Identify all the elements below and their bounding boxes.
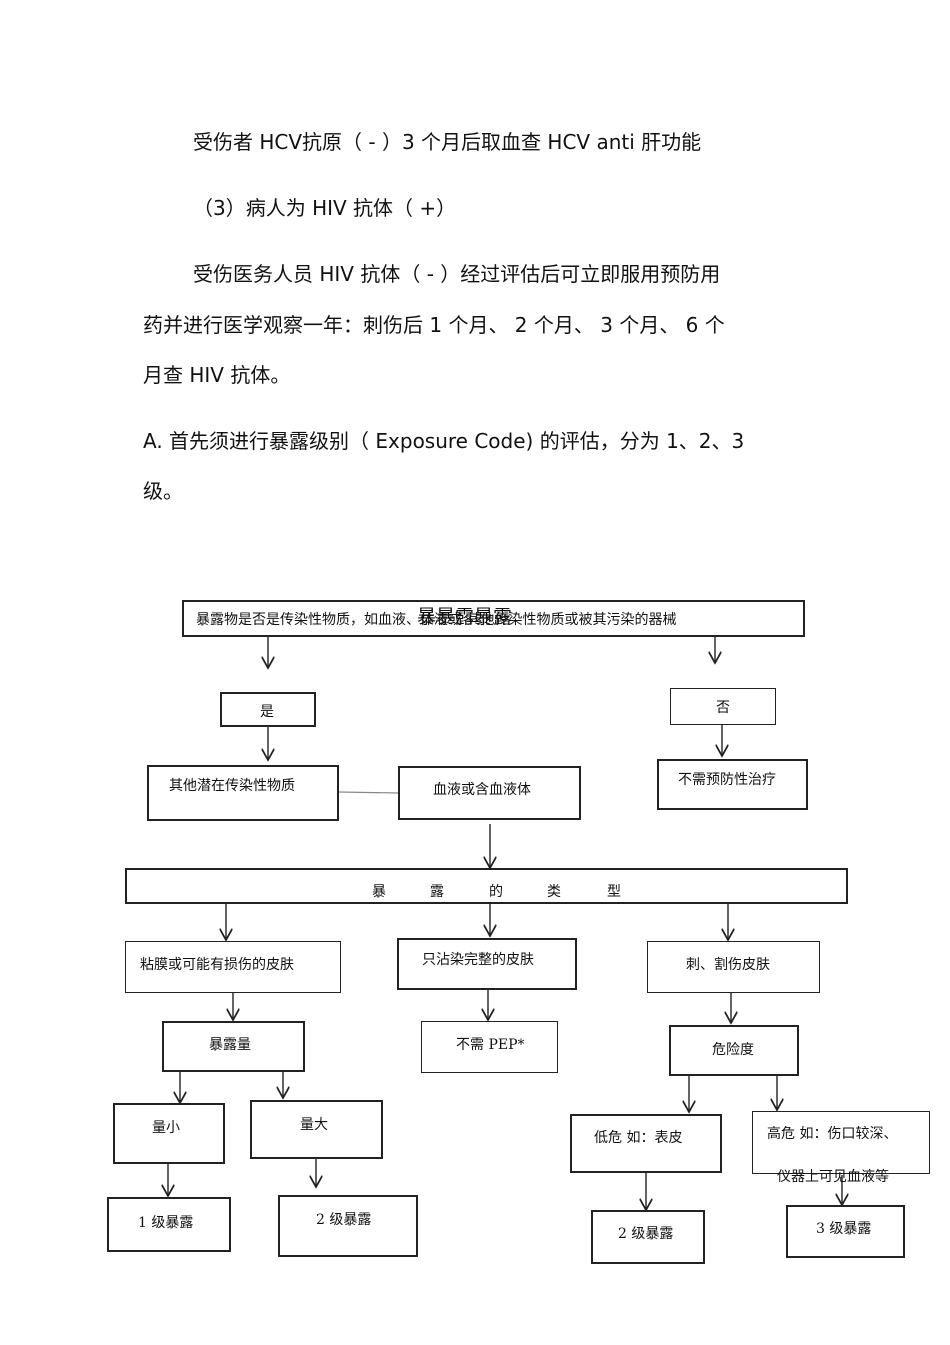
level-1-box: 1 级暴露	[107, 1197, 231, 1252]
exposure-question-overlay: 暴暴露暴露	[417, 606, 513, 628]
other-potential-box: 其他潜在传染性物质	[147, 765, 339, 821]
exposure-question-box: 暴露物是否是传染性物质，如血液、体液或 其他传染性物质或被其污染的器械 暴暴露暴…	[182, 600, 805, 637]
level-3-box: 3 级暴露	[786, 1205, 905, 1258]
no-pep-box: 不需 PEP*	[421, 1021, 558, 1073]
paragraph-line-2: （3）病人为 HIV 抗体（ +）	[193, 196, 457, 220]
no-prophylaxis-box: 不需预防性治疗	[657, 759, 808, 810]
paragraph-line-5: 月查 HIV 抗体。	[143, 363, 291, 387]
high-risk-box: 高危 如：伤口较深、	[752, 1111, 930, 1174]
exposure-question-text: 暴露物是否是传染性物质，如血液、体液或 其他传染性物质或被其污染的器械	[196, 612, 677, 628]
blood-box: 血液或含血液体	[398, 766, 581, 820]
mucosa-box: 粘膜或可能有损伤的皮肤	[125, 941, 341, 993]
risk-label: 危险度	[712, 1042, 754, 1058]
puncture-label: 刺、割伤皮肤	[686, 957, 770, 973]
intact-skin-box: 只沾染完整的皮肤	[397, 938, 577, 990]
paragraph-line-4: 药并进行医学观察一年：刺伤后 1 个月、 2 个月、 3 个月、 6 个	[143, 313, 725, 337]
level-2-label-left: 2 级暴露	[316, 1212, 372, 1228]
paragraph-line-6: A. 首先须进行暴露级别（ Exposure Code) 的评估，分为 1、2、…	[143, 429, 745, 453]
other-potential-label: 其他潜在传染性物质	[169, 778, 295, 794]
exposure-type-char-2: 露	[430, 884, 444, 900]
level-3-label: 3 级暴露	[816, 1221, 872, 1237]
exposure-type-char-1: 暴	[372, 884, 386, 900]
no-pep-label: 不需 PEP*	[456, 1037, 525, 1053]
no-prophylaxis-label: 不需预防性治疗	[678, 772, 776, 788]
risk-box: 危险度	[669, 1025, 799, 1076]
level-1-label: 1 级暴露	[138, 1215, 194, 1231]
mucosa-label: 粘膜或可能有损伤的皮肤	[140, 957, 294, 973]
exposure-type-char-5: 型	[607, 884, 621, 900]
exposure-type-char-3: 的	[489, 884, 503, 900]
level-2-box-right: 2 级暴露	[591, 1210, 705, 1264]
paragraph-line-3: 受伤医务人员 HIV 抗体（ - ）经过评估后可立即服用预防用	[193, 262, 721, 286]
puncture-box: 刺、割伤皮肤	[647, 941, 820, 993]
intact-skin-label: 只沾染完整的皮肤	[422, 952, 534, 968]
small-amount-label: 量小	[152, 1120, 180, 1136]
exposure-type-char-4: 类	[547, 884, 561, 900]
yes-box: 是	[220, 692, 316, 727]
low-risk-label: 低危 如：表皮	[594, 1130, 683, 1146]
large-amount-box: 量大	[250, 1100, 383, 1159]
blood-label: 血液或含血液体	[433, 782, 531, 798]
level-2-label-right: 2 级暴露	[618, 1226, 674, 1242]
low-risk-box: 低危 如：表皮	[570, 1114, 722, 1173]
no-label: 否	[716, 700, 730, 716]
level-2-box-left: 2 级暴露	[278, 1195, 418, 1257]
large-amount-label: 量大	[300, 1117, 328, 1133]
high-risk-detail: 仪器上可见血液等	[777, 1169, 889, 1185]
exposure-amount-box: 暴露量	[162, 1021, 305, 1072]
exposure-type-bar: 暴 露 的 类 型	[125, 868, 848, 904]
exposure-amount-label: 暴露量	[209, 1037, 251, 1053]
small-amount-box: 量小	[113, 1103, 225, 1164]
no-box: 否	[670, 688, 776, 725]
high-risk-label: 高危 如：伤口较深、	[767, 1126, 898, 1142]
yes-label: 是	[260, 704, 274, 720]
paragraph-line-7: 级。	[143, 479, 183, 503]
paragraph-line-1: 受伤者 HCV抗原（ - ）3 个月后取血查 HCV anti 肝功能	[193, 130, 702, 154]
